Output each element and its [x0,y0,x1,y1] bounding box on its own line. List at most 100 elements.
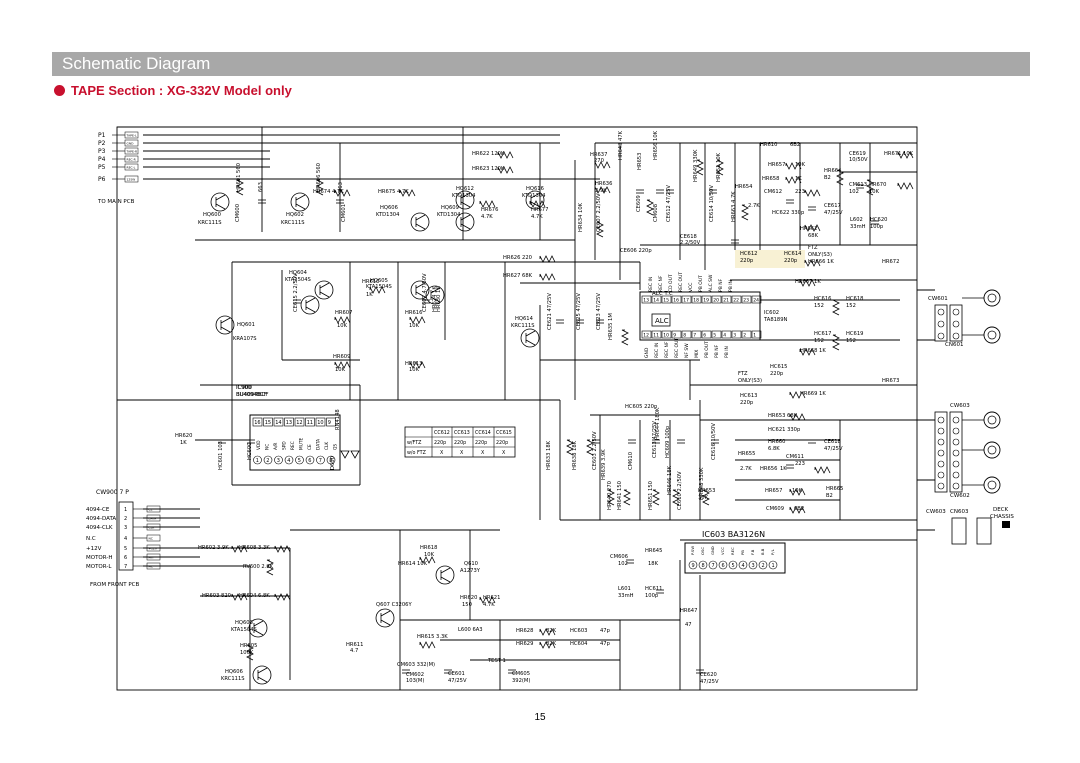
tape-head-core [987,415,997,425]
ic602-pin-name: VCC [688,283,694,292]
component-label-vertical: HR643 47K [618,130,624,160]
ic602-pin-name: PB IN [724,346,730,358]
resistor-symbol [316,179,324,196]
table-cell: 220p [434,440,446,446]
component-label: HC615 [770,364,787,370]
component-label: 10K [424,552,435,558]
ic602-pin-number: 17 [683,298,689,304]
cw900-pin-label: N.C [86,536,96,542]
component-label: HQ616 [526,186,544,192]
pin-label: P3 [98,148,106,155]
ic602-pin-name: REC OUT [678,272,684,292]
component-label-vertical: CM608 [653,204,659,222]
ic602-pin [661,330,672,339]
component-label-vertical: HR663 4.7K [731,191,737,222]
ic900-pin [263,455,273,465]
ic900-pin [294,417,305,427]
component-label: HC611 [645,586,662,592]
cw900-pin-number: 1 [124,507,127,513]
pin-label: P6 [98,176,106,183]
tape-head-icon [983,476,1001,494]
resistor-symbol [274,593,291,601]
ic602-pin [751,330,762,339]
component-label: 4.7 [350,648,358,654]
resistor-symbol [785,162,802,170]
transistor-lead [220,326,231,333]
component-label: 4.7K [483,602,495,608]
component-label-vertical: RN4148 [335,409,341,430]
component-label: 47/25V [448,678,467,684]
transistor-lead [253,620,264,627]
component-label: 2.7K [740,466,752,472]
component-label: HR674 4.7K [313,189,344,195]
cn601-label: CN601 [945,342,963,348]
component-label: CM611 [786,454,804,460]
transistor-lead [460,201,471,208]
table-cell: X [440,450,444,456]
connector-pin [937,471,945,479]
component-label-vertical: 663 [258,182,264,192]
ic900-pin-number: 3 [277,458,280,464]
component-label: HR623 120K [472,166,505,172]
component-label: KRC111S [511,323,535,329]
connector-pin [952,449,960,457]
ic602-pin-number: 21 [723,298,729,304]
component-label: HC617 [814,331,831,337]
component-label: 33mH [618,593,634,599]
component-label: HR614 10K [398,561,428,567]
pin-label: P2 [98,140,106,147]
component-label: CM605 [512,671,530,677]
component-label-vertical: HR648 330K [699,467,705,500]
component-label: 100p [870,224,884,230]
ic900-pin-name: DATA [316,439,322,450]
chassis-label: CHASSIS [990,514,1014,520]
ic900-pin [263,417,273,427]
component-label: 10/50V [849,157,868,163]
component-label: HR660 [768,439,785,445]
cw900-pin-label: 4094-CLK [86,525,113,531]
cw900-pin-number: 6 [124,555,127,561]
component-label: KTD1304 [452,193,476,199]
component-label: HR608 3.3K [239,545,270,551]
connector-pin [952,427,960,435]
component-label: 1K [780,466,787,472]
component-label: 270 [594,158,604,164]
component-label: 152 [846,303,856,309]
ic603-pin-number: 9 [692,563,695,569]
cw900-pin-number: 5 [124,546,127,552]
ic602-pin-name: PB OUT [704,341,710,358]
ic602-pin-name: ALC SW [708,274,714,292]
ic602-pin-number: 20 [713,298,719,304]
ic602-pin [661,295,672,304]
component-label: HC612 [740,251,757,257]
ic900-pin [284,417,294,427]
ic602-pin-number: 22 [733,298,739,304]
resistor-symbol [539,641,556,649]
ic602-pin-name: REC OUT [674,338,680,358]
component-label: HR671 10K [884,151,914,157]
ic602-pin [671,295,682,304]
ic603-pin [738,560,748,570]
ic900-pin [284,455,294,465]
transistor-lead [295,194,306,201]
table-cell: 220p [475,440,487,446]
component-label: 102 [618,561,628,567]
ic603-pin-name: PB [740,550,745,555]
ic603-pin [688,560,698,570]
component-label: KTA1504S [366,284,392,290]
ic602-pin [681,330,692,339]
resistor-symbol [804,189,821,197]
ic602-pin-name: MIX [694,350,700,358]
connector-pin [952,416,960,424]
component-label: KTA1504S [285,277,311,283]
component-label: HC605 220p [625,404,658,410]
component-label: CM609 [766,506,784,512]
transistor-symbol [525,190,545,210]
component-label: CM606 [610,554,628,560]
resistor-symbol [832,334,840,351]
ic900-pin-name: CE [307,444,313,450]
component-label: HR628 [516,628,533,634]
component-label: HR653 68K [768,413,798,419]
